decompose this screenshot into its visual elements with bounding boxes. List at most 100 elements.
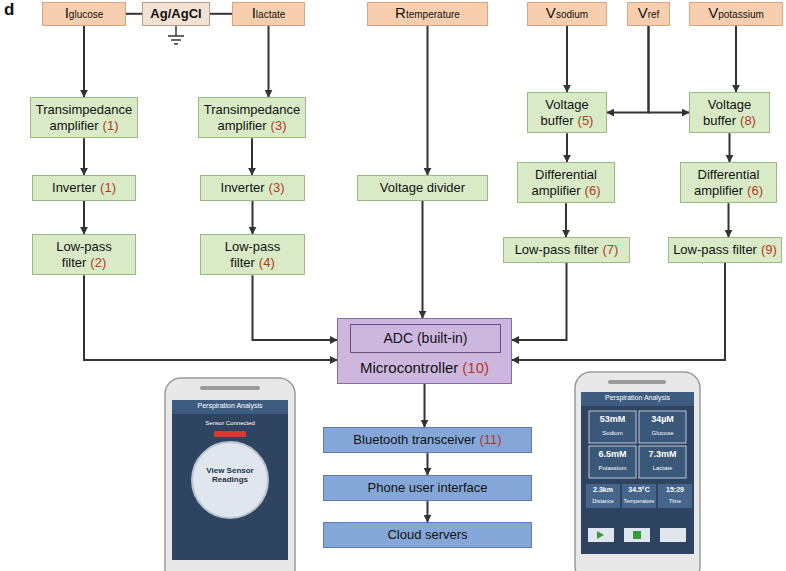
input-box: Vref — [627, 2, 670, 26]
signal-arrow — [729, 133, 731, 162]
signal-arrow — [253, 275, 338, 340]
callout-number: (2) — [90, 255, 106, 270]
microcontroller-box: Microcontroller(10)ADC (built-in) — [337, 318, 512, 384]
interface-box: Phone user interface — [323, 475, 532, 501]
phone-screen — [581, 392, 694, 554]
callout-number: (9) — [761, 242, 777, 257]
node-label: Inverter — [221, 180, 265, 195]
screen-text: 15:29 — [658, 486, 692, 494]
view-button — [192, 442, 268, 518]
screen-text: Temperature — [620, 498, 658, 504]
callout-number: (3) — [269, 180, 285, 195]
callout-number: (7) — [602, 242, 618, 257]
signal-arrow — [252, 201, 254, 234]
node-label: ADC (built-in) — [383, 330, 467, 346]
node-label: Ag/AgCl — [150, 6, 201, 21]
screen-text: Distance — [585, 498, 621, 504]
callout-number: (11) — [479, 432, 501, 447]
signal-arrow — [126, 13, 142, 15]
signal-arrow — [427, 453, 429, 475]
info-tile — [622, 484, 656, 508]
signal-arrow — [422, 201, 424, 318]
signal-arrow — [424, 384, 426, 427]
signal-arrow — [735, 26, 737, 92]
info-tile — [586, 484, 620, 508]
screen-text: Sodium — [589, 430, 636, 437]
signal-arrow — [427, 26, 429, 175]
play-icon — [597, 531, 604, 539]
divider-box: Voltage divider — [357, 175, 488, 201]
signal-arrow — [83, 138, 85, 175]
signal-arrow — [512, 263, 725, 360]
ground-wire — [175, 25, 177, 36]
signal-arrow — [565, 203, 567, 237]
screen-text: 34µM — [639, 414, 686, 424]
screen-text: 2.3km — [586, 486, 620, 494]
filter-box: Low-pass filter(2) — [32, 234, 136, 275]
signal-arrow — [607, 26, 649, 113]
signal-arrow — [649, 26, 690, 113]
callout-number: (8) — [740, 113, 756, 128]
filter-box: Low-pass filter(9) — [668, 237, 782, 263]
adc-box: ADC (built-in) — [350, 324, 501, 353]
callout-number: (10) — [462, 359, 489, 376]
filter-box: Low-pass filter(4) — [200, 234, 305, 275]
input-box: Iglucose — [42, 2, 126, 26]
node-label: Inverter — [52, 180, 96, 195]
callout-number: (6) — [747, 183, 763, 198]
node-label: Phone user interface — [368, 480, 488, 495]
reading-tile — [639, 446, 686, 478]
reading-tile — [589, 411, 636, 443]
screen-text: View Sensor Readings — [198, 466, 262, 484]
app-header — [581, 392, 694, 406]
node-label: Ilactate — [236, 5, 301, 23]
screen-text: Time — [657, 498, 693, 504]
signal-arrow — [566, 133, 568, 162]
signal-arrow — [728, 203, 730, 237]
status-badge — [214, 431, 246, 437]
right-phone — [575, 372, 700, 571]
ground-bar — [174, 43, 178, 45]
screen-text: 53mM — [589, 414, 636, 424]
app-header — [172, 400, 288, 414]
screen-text: Perspiration Analysis — [583, 394, 692, 402]
screen-text: Perspiration Analysis — [174, 402, 286, 410]
screen-text: Sensor Connected — [180, 420, 280, 427]
left-phone — [165, 378, 295, 571]
amplifier-box: Differential amplifier(6) — [517, 162, 615, 203]
amplifier-box: Differential amplifier(6) — [680, 162, 777, 203]
reference-electrode: Ag/AgCl — [142, 2, 210, 26]
node-label: Vsodium — [531, 5, 603, 23]
signal-arrow — [268, 26, 270, 97]
screen-text: Lactate — [639, 465, 686, 472]
input-box: Rtemperature — [367, 2, 488, 26]
screen-text: 7.3mM — [639, 449, 686, 459]
control-button — [588, 528, 614, 542]
callout-number: (1) — [100, 180, 116, 195]
buffer-box: Voltage buffer(8) — [689, 92, 770, 133]
screen-text: Glucose — [639, 430, 686, 437]
node-label: Cloud servers — [387, 527, 467, 542]
control-button — [660, 528, 686, 542]
phone-speaker — [200, 386, 260, 390]
phone-body — [575, 372, 700, 571]
signal-arrow — [512, 263, 567, 340]
amplifier-box: Transimpedance amplifier(1) — [30, 97, 138, 138]
node-label: Bluetooth transceiver — [353, 432, 475, 447]
inverter-box: Inverter (3) — [200, 175, 305, 201]
input-box: Ilactate — [232, 2, 305, 26]
input-box: Vsodium — [527, 2, 607, 26]
callout-number: (5) — [578, 113, 594, 128]
inverter-box: Inverter (1) — [32, 175, 136, 201]
node-label: Rtemperature — [371, 5, 484, 23]
signal-arrow — [83, 201, 85, 234]
callout-number: (6) — [585, 183, 601, 198]
signal-arrow — [83, 26, 85, 97]
signal-arrow — [84, 275, 337, 360]
input-box: Vpotassium — [689, 2, 783, 26]
callout-number: (1) — [103, 118, 119, 133]
signal-arrow — [427, 501, 429, 522]
phone-body — [165, 378, 295, 571]
